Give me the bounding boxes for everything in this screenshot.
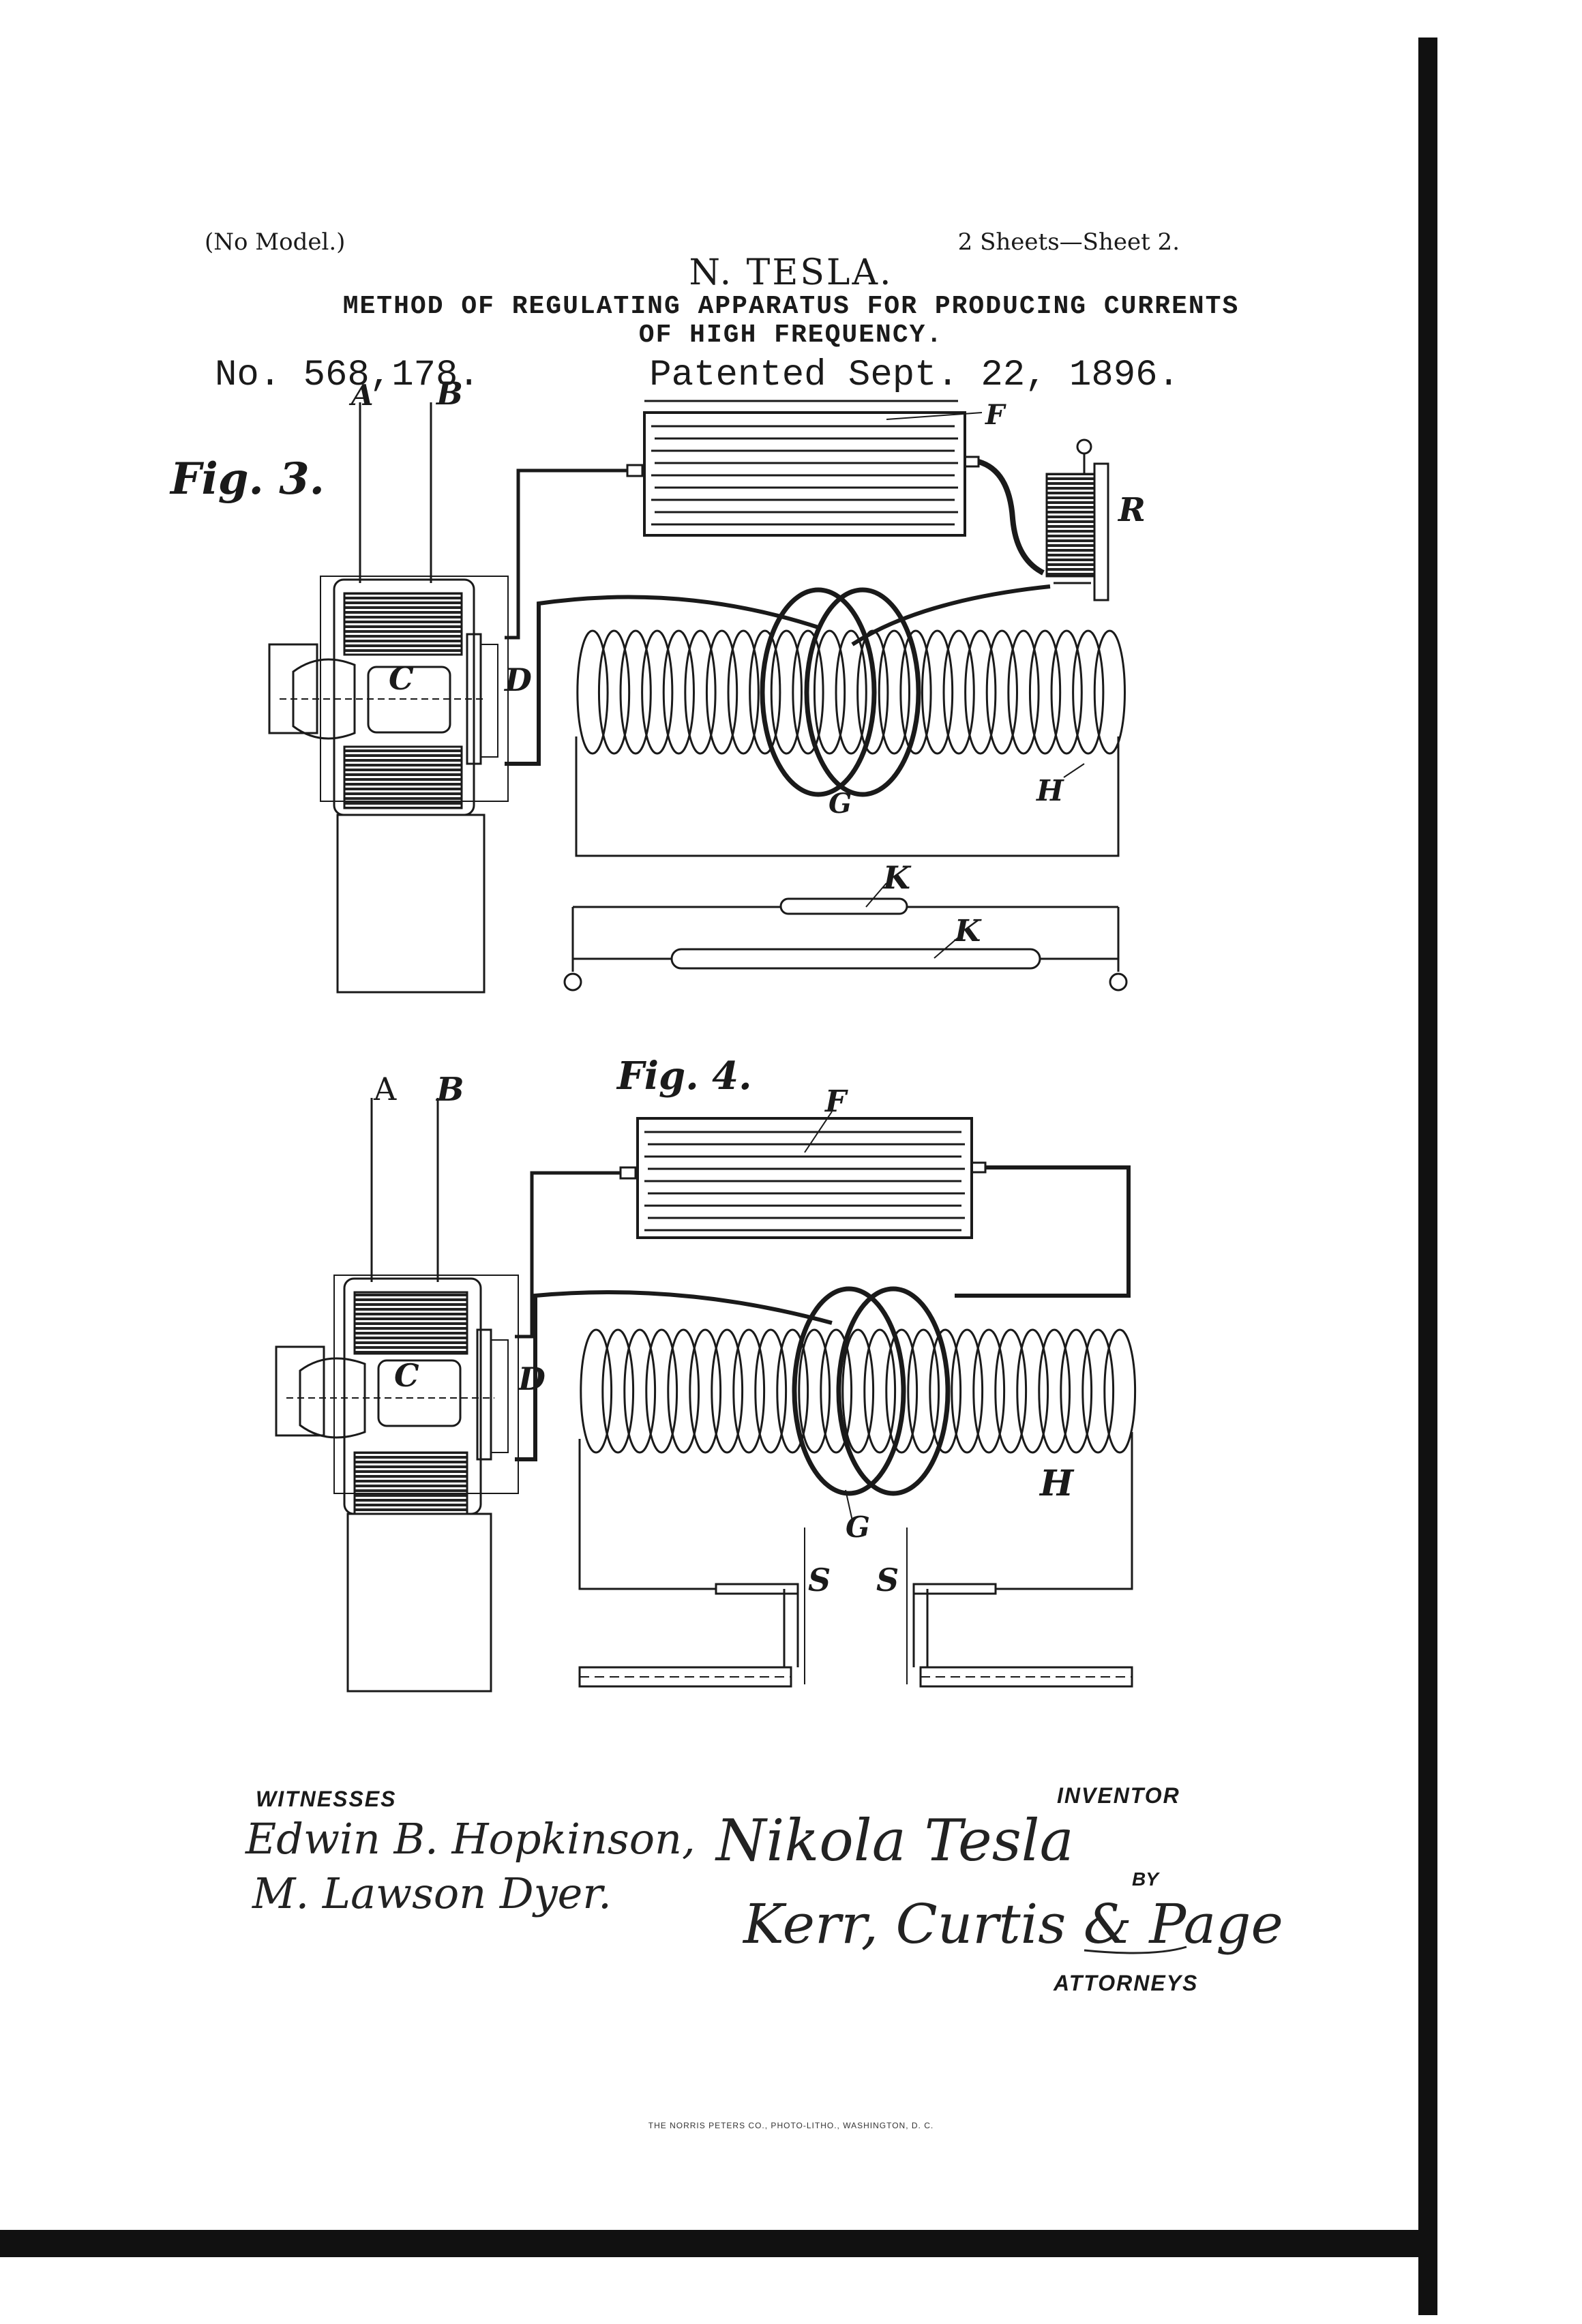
fig4-condenser-plates xyxy=(644,1131,965,1232)
coil-turn xyxy=(684,629,717,755)
fig4-label-c: C xyxy=(394,1357,419,1394)
fig3-drawing xyxy=(268,400,1128,994)
sheet-count: 2 Sheets—Sheet 2. xyxy=(957,228,1180,256)
coil-turn xyxy=(1050,629,1083,755)
fig3-label-h: H xyxy=(1036,774,1064,807)
coil-turn xyxy=(711,1328,744,1454)
attorneys-heading: ATTORNEYS xyxy=(1054,1971,1199,1995)
coil-turn xyxy=(689,1328,722,1454)
coil-turn xyxy=(597,629,631,755)
fig4-secondary-coil xyxy=(580,1328,1137,1454)
inventor-signature: Nikola Tesla xyxy=(716,1807,1074,1874)
coil-turn xyxy=(732,1328,766,1454)
coil-turn xyxy=(985,629,1018,755)
coil-turn xyxy=(921,629,954,755)
fig4-label-b: B xyxy=(436,1071,464,1109)
coil-turn xyxy=(863,1328,897,1454)
coil-turn xyxy=(1081,1328,1115,1454)
coil-turn xyxy=(1093,629,1126,755)
coil-turn xyxy=(641,629,674,755)
fig3-label-k1: K xyxy=(883,859,910,896)
coil-turn xyxy=(662,629,695,755)
coil-turn xyxy=(770,629,803,755)
coil-turn xyxy=(705,629,738,755)
fig4-label-f: F xyxy=(825,1084,847,1119)
fig3-label-k2: K xyxy=(955,914,981,949)
patent-date: Patented Sept. 22, 1896. xyxy=(649,355,1180,396)
fig4-drawing xyxy=(275,1098,1137,1693)
coil-turn xyxy=(623,1328,657,1454)
coil-turn xyxy=(942,629,975,755)
coil-turn xyxy=(1103,1328,1137,1454)
coil-turn xyxy=(899,629,932,755)
coil-turn xyxy=(907,1328,940,1454)
signature-underline xyxy=(1084,1946,1187,1954)
coil-turn xyxy=(576,629,609,755)
coil-turn xyxy=(994,1328,1028,1454)
scan-border-bottom xyxy=(0,2230,1437,2257)
coil-turn xyxy=(820,1328,853,1454)
coil-turn xyxy=(856,629,889,755)
printer-credit: THE NORRIS PETERS CO., PHOTO-LITHO., WAS… xyxy=(648,2121,934,2130)
coil-turn xyxy=(964,629,997,755)
coil-turn xyxy=(667,1328,700,1454)
coil-turn xyxy=(929,1328,962,1454)
fig4-label-s2: S xyxy=(876,1562,899,1598)
patent-title-line-1: METHOD OF REGULATING APPARATUS FOR PRODU… xyxy=(342,292,1240,321)
witness-signature-1: Edwin B. Hopkinson, xyxy=(245,1814,696,1864)
coil-turn xyxy=(749,629,781,755)
coil-turn xyxy=(580,1328,613,1454)
coil-turn xyxy=(792,629,824,755)
coil-turn xyxy=(835,629,867,755)
fig3-label-c: C xyxy=(389,660,414,697)
coil-turn xyxy=(951,1328,984,1454)
fig4-label-d: D xyxy=(518,1360,546,1397)
fig3-label-b: B xyxy=(436,375,463,412)
coil-turn xyxy=(878,629,910,755)
fig3-caption: Fig. 3. xyxy=(170,453,325,505)
patent-title-line-2: OF HIGH FREQUENCY. xyxy=(638,321,944,350)
fig4-caption: Fig. 4. xyxy=(617,1054,752,1099)
coil-turn xyxy=(972,1328,1006,1454)
coil-turn xyxy=(798,1328,831,1454)
coil-turn xyxy=(813,629,846,755)
witnesses-heading: WITNESSES xyxy=(256,1787,397,1811)
inventor-name: N. TESLA. xyxy=(689,252,893,293)
coil-turn xyxy=(645,1328,678,1454)
inventor-heading: INVENTOR xyxy=(1057,1783,1180,1808)
fig3-secondary-coil xyxy=(576,629,1126,755)
model-note: (No Model.) xyxy=(205,228,346,256)
coil-turn xyxy=(1038,1328,1071,1454)
coil-turn xyxy=(1060,1328,1093,1454)
fig3-label-r: R xyxy=(1118,491,1146,529)
coil-turn xyxy=(1016,1328,1049,1454)
attorneys-signature: Kerr, Curtis & Page xyxy=(743,1892,1283,1956)
coil-turn xyxy=(776,1328,809,1454)
fig4-label-h: H xyxy=(1040,1463,1074,1504)
by-label: BY xyxy=(1132,1868,1159,1890)
fig4-label-g: G xyxy=(846,1510,870,1544)
coil-turn xyxy=(619,629,652,755)
witness-signature-2: M. Lawson Dyer. xyxy=(252,1868,612,1918)
coil-turn xyxy=(1007,629,1040,755)
scan-border-right xyxy=(1418,38,1437,2315)
patent-number: No. 568,178. xyxy=(215,355,480,396)
fig3-label-f: F xyxy=(985,399,1005,431)
coil-turn xyxy=(1028,629,1062,755)
fig3-condenser-plates xyxy=(651,425,958,526)
fig3-label-g: G xyxy=(829,788,852,820)
coil-turn xyxy=(1072,629,1105,755)
fig3-label-a: A xyxy=(351,378,374,412)
fig4-label-a: A xyxy=(374,1071,397,1107)
fig3-label-d: D xyxy=(505,661,532,698)
coil-turn xyxy=(754,1328,788,1454)
coil-turn xyxy=(841,1328,875,1454)
coil-turn xyxy=(727,629,760,755)
fig4-label-s1: S xyxy=(808,1562,831,1598)
coil-turn xyxy=(885,1328,919,1454)
coil-turn xyxy=(601,1328,635,1454)
